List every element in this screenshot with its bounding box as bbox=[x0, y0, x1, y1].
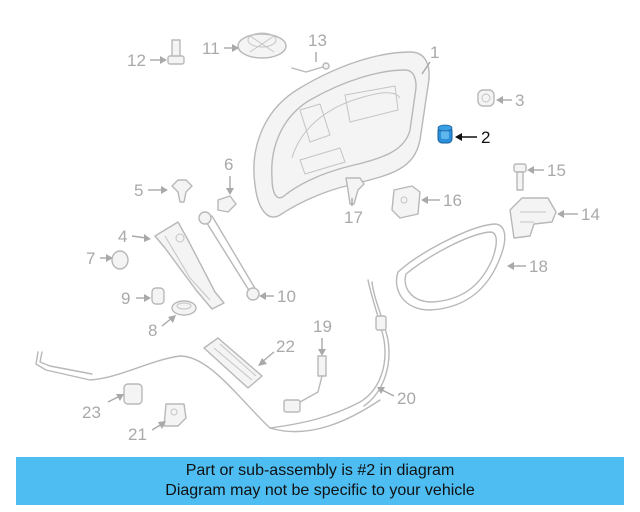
part-10-strut bbox=[198, 211, 260, 301]
part-13-rod bbox=[291, 62, 330, 73]
part-9-bumper bbox=[151, 287, 165, 305]
part-19-connector bbox=[299, 355, 327, 403]
part-8-grommet bbox=[171, 300, 197, 316]
part-21-bracket bbox=[163, 403, 187, 427]
callout-5: 5 bbox=[134, 181, 143, 200]
part-3-clip bbox=[477, 89, 495, 107]
callout-9: 9 bbox=[121, 289, 130, 308]
part-5-clip bbox=[171, 179, 193, 203]
callouts: 1 2 3 4 5 6 7 8 9 10 bbox=[82, 31, 600, 444]
part-12-bolt bbox=[167, 39, 185, 65]
callout-2: 2 bbox=[481, 128, 490, 147]
callout-19: 19 bbox=[313, 317, 332, 336]
callout-16: 16 bbox=[443, 191, 462, 210]
part-2-bumper bbox=[437, 124, 453, 144]
callout-22-leader bbox=[261, 351, 275, 363]
callout-8: 8 bbox=[148, 321, 157, 340]
callout-1-leader bbox=[421, 61, 431, 75]
callout-13: 13 bbox=[308, 31, 327, 50]
callout-10: 10 bbox=[277, 287, 296, 306]
callout-20-leader bbox=[381, 389, 395, 397]
part-17-stud bbox=[345, 177, 365, 205]
callout-3: 3 bbox=[515, 91, 524, 110]
part-1-trunk-lid bbox=[253, 51, 430, 218]
part-23-clip bbox=[123, 383, 143, 405]
part-4-hinge bbox=[154, 221, 225, 310]
part-info-banner: Part or sub-assembly is #2 in diagram Di… bbox=[16, 457, 624, 505]
part-18-window bbox=[395, 223, 506, 311]
release-cable bbox=[35, 351, 381, 433]
callout-20: 20 bbox=[397, 389, 416, 408]
part-22-actuator bbox=[203, 337, 263, 389]
callout-6: 6 bbox=[224, 155, 233, 174]
part-6-mount bbox=[217, 195, 237, 213]
banner-line-1: Part or sub-assembly is #2 in diagram bbox=[185, 462, 455, 479]
banner-line-2: Diagram may not be specific to your vehi… bbox=[165, 482, 475, 499]
parts-diagram: 1 2 3 4 5 6 7 8 9 10 bbox=[35, 31, 600, 444]
callout-18: 18 bbox=[529, 257, 548, 276]
callout-7: 7 bbox=[86, 249, 95, 268]
callout-12: 12 bbox=[127, 51, 146, 70]
callout-17: 17 bbox=[344, 208, 363, 227]
callout-15: 15 bbox=[547, 161, 566, 180]
part-11-motor bbox=[237, 32, 287, 59]
part-16-bracket bbox=[391, 185, 421, 219]
callout-4-leader bbox=[131, 235, 147, 239]
callout-11: 11 bbox=[202, 39, 220, 58]
callout-1: 1 bbox=[430, 43, 439, 62]
part-20-cable bbox=[269, 279, 390, 429]
callout-4: 4 bbox=[118, 227, 127, 246]
part-15-screw bbox=[513, 163, 527, 191]
callout-22: 22 bbox=[276, 337, 295, 356]
part-7-cap bbox=[111, 250, 129, 270]
callout-21: 21 bbox=[128, 425, 147, 444]
part-14-latch bbox=[509, 197, 557, 239]
callout-2-arrowhead bbox=[455, 133, 462, 141]
callout-23: 23 bbox=[82, 403, 101, 422]
callout-14: 14 bbox=[581, 205, 600, 224]
